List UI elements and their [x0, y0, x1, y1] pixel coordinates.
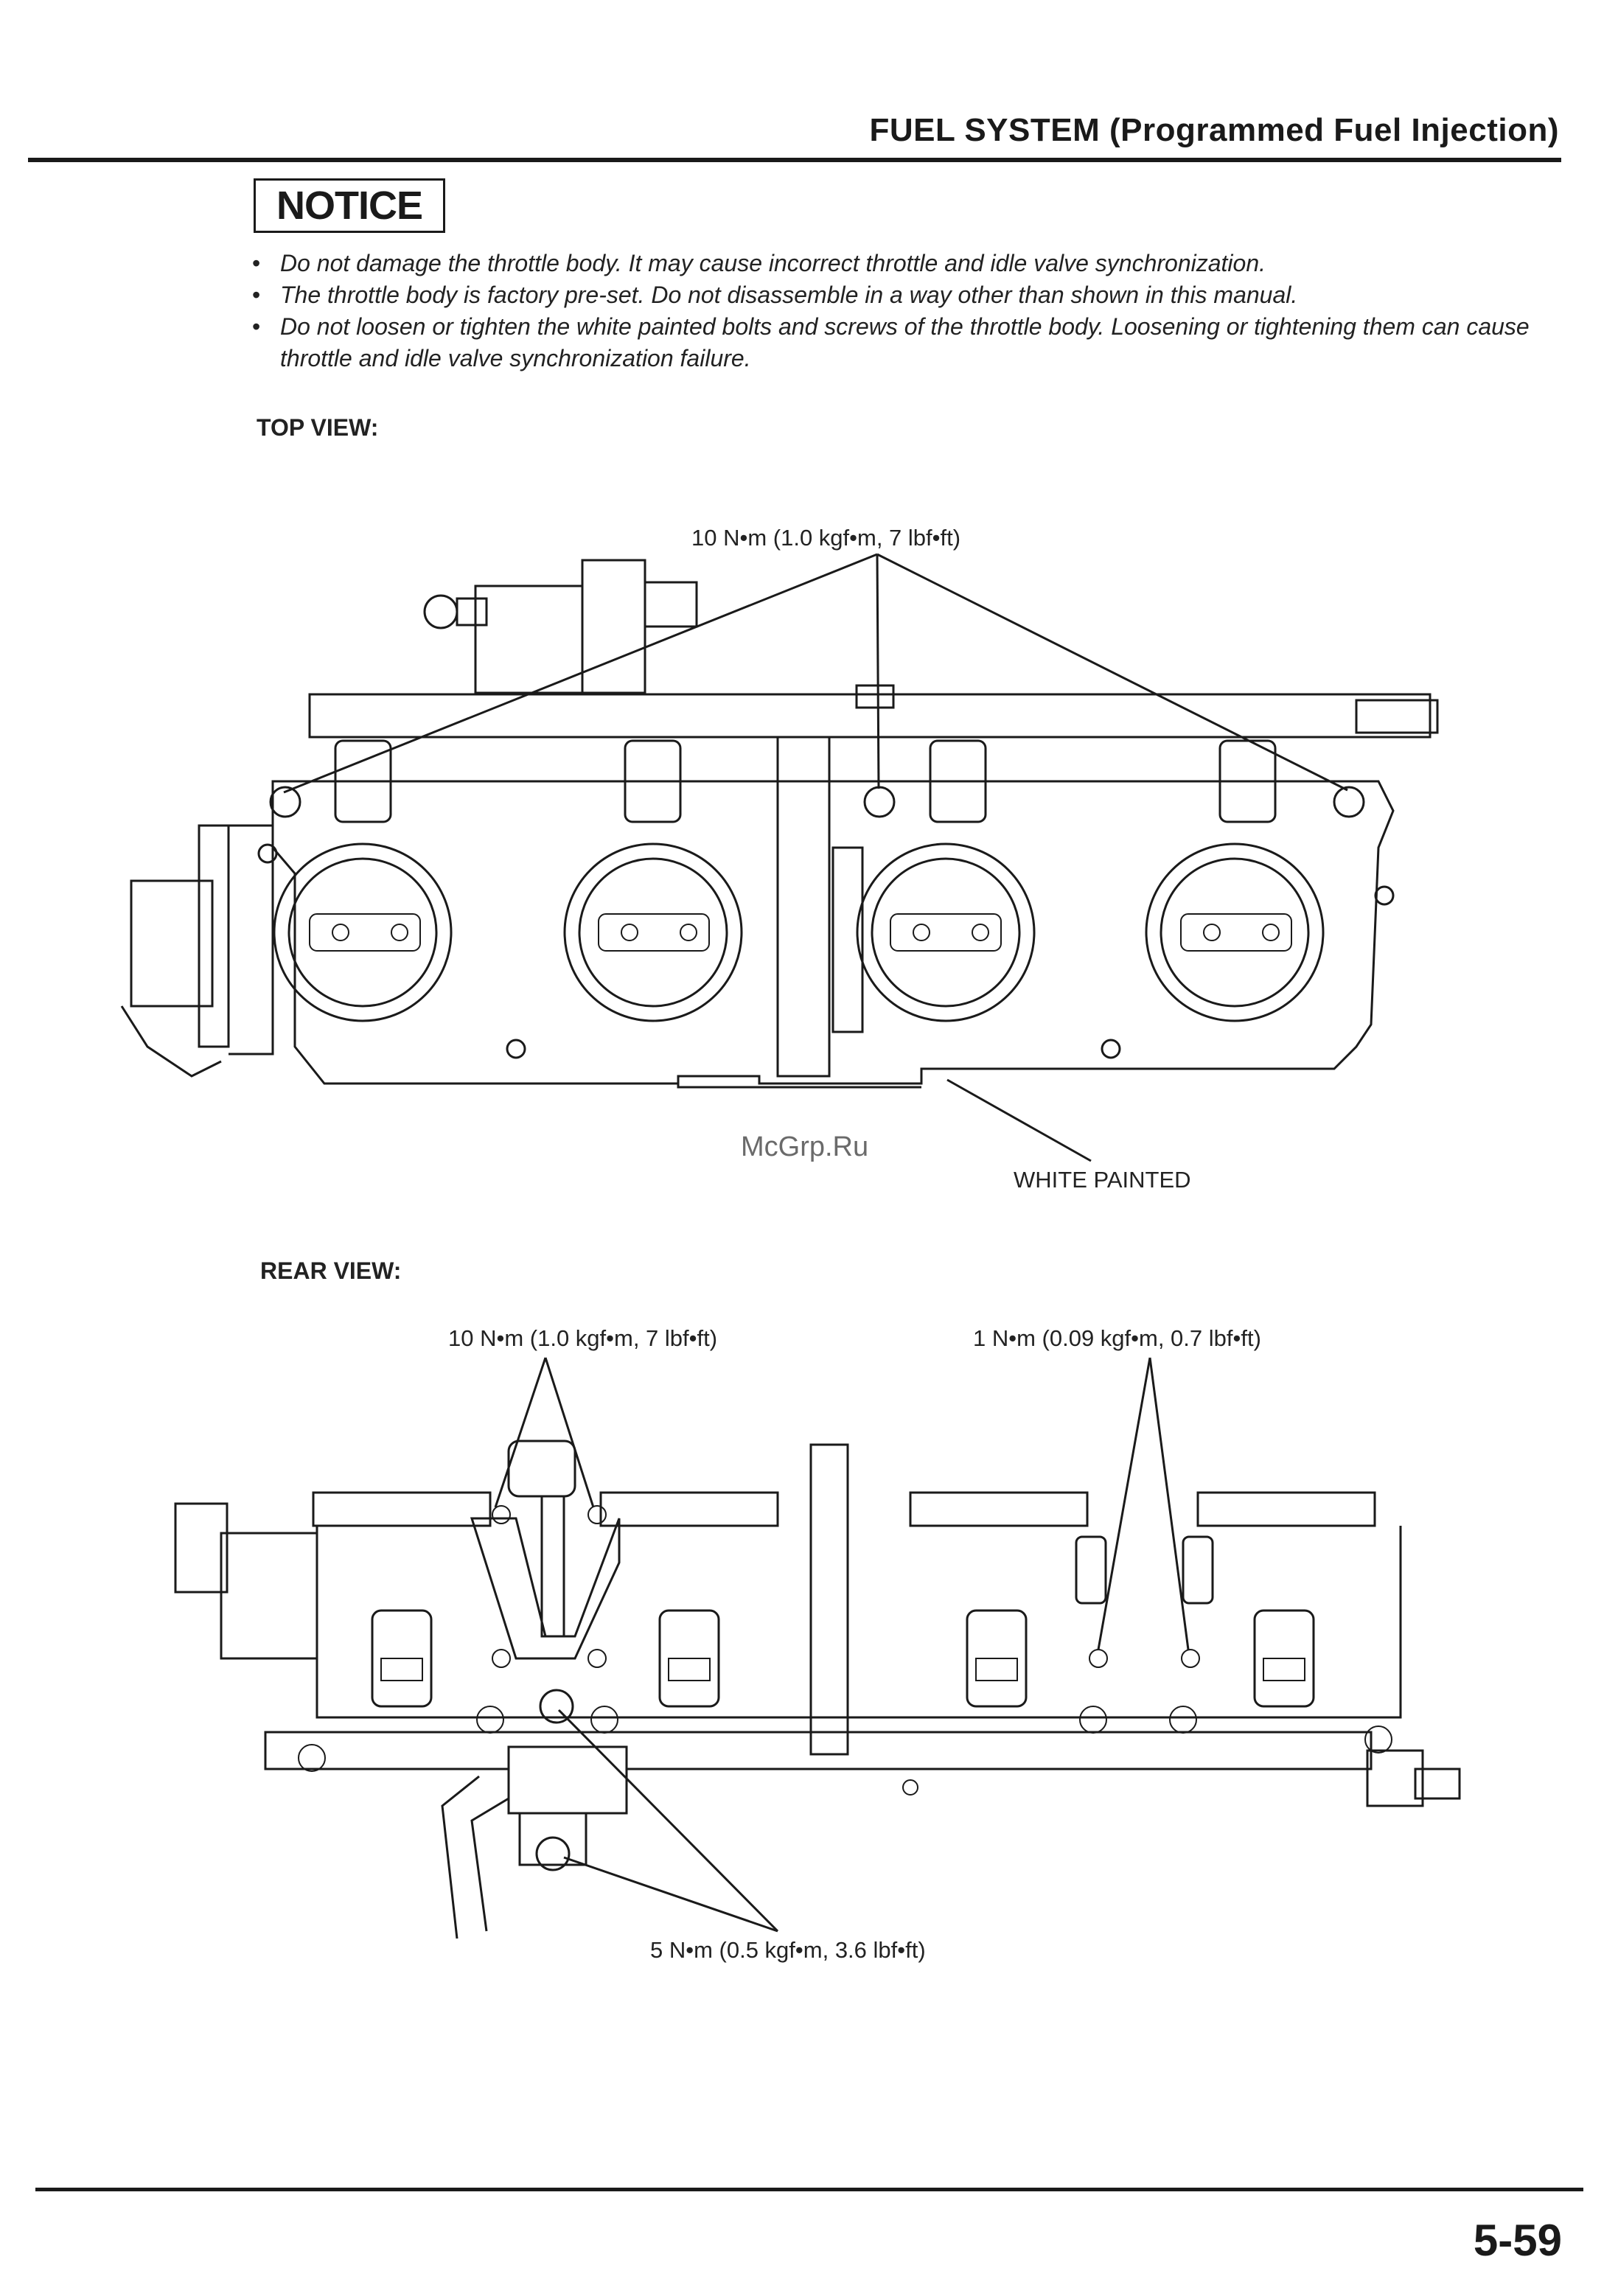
- top-view-throttle-body: [120, 559, 1439, 1089]
- rear-view-leaders: [494, 1357, 1190, 1933]
- white-painted-callout: WHITE PAINTED: [1014, 1167, 1191, 1193]
- rear-view-throttle-body: [174, 1440, 1461, 1939]
- notice-item: Do not damage the throttle body. It may …: [249, 248, 1569, 279]
- watermark: McGrp.Ru: [741, 1131, 869, 1162]
- rear-view-label: REAR VIEW:: [260, 1257, 402, 1284]
- notice-list: Do not damage the throttle body. It may …: [249, 248, 1569, 374]
- page-header-title: FUEL SYSTEM (Programmed Fuel Injection): [869, 112, 1559, 148]
- footer-rule: [35, 2188, 1583, 2191]
- top-view-leaders: [283, 553, 1348, 1162]
- top-view-label: TOP VIEW:: [257, 414, 379, 441]
- notice-item: Do not loosen or tighten the white paint…: [249, 311, 1569, 374]
- notice-label: NOTICE: [276, 184, 423, 228]
- rear-view-torque-bottom-label: 5 N•m (0.5 kgf•m, 3.6 lbf•ft): [650, 1937, 926, 1963]
- header-rule: [28, 158, 1561, 162]
- notice-item: The throttle body is factory pre-set. Do…: [249, 279, 1569, 311]
- rear-view-torque-right-label: 1 N•m (0.09 kgf•m, 0.7 lbf•ft): [973, 1325, 1261, 1351]
- notice-badge: NOTICE: [254, 178, 445, 233]
- top-view-torque-label: 10 N•m (1.0 kgf•m, 7 lbf•ft): [691, 525, 961, 551]
- rear-view-torque-left-label: 10 N•m (1.0 kgf•m, 7 lbf•ft): [448, 1325, 718, 1351]
- page-number: 5-59: [1473, 2216, 1562, 2265]
